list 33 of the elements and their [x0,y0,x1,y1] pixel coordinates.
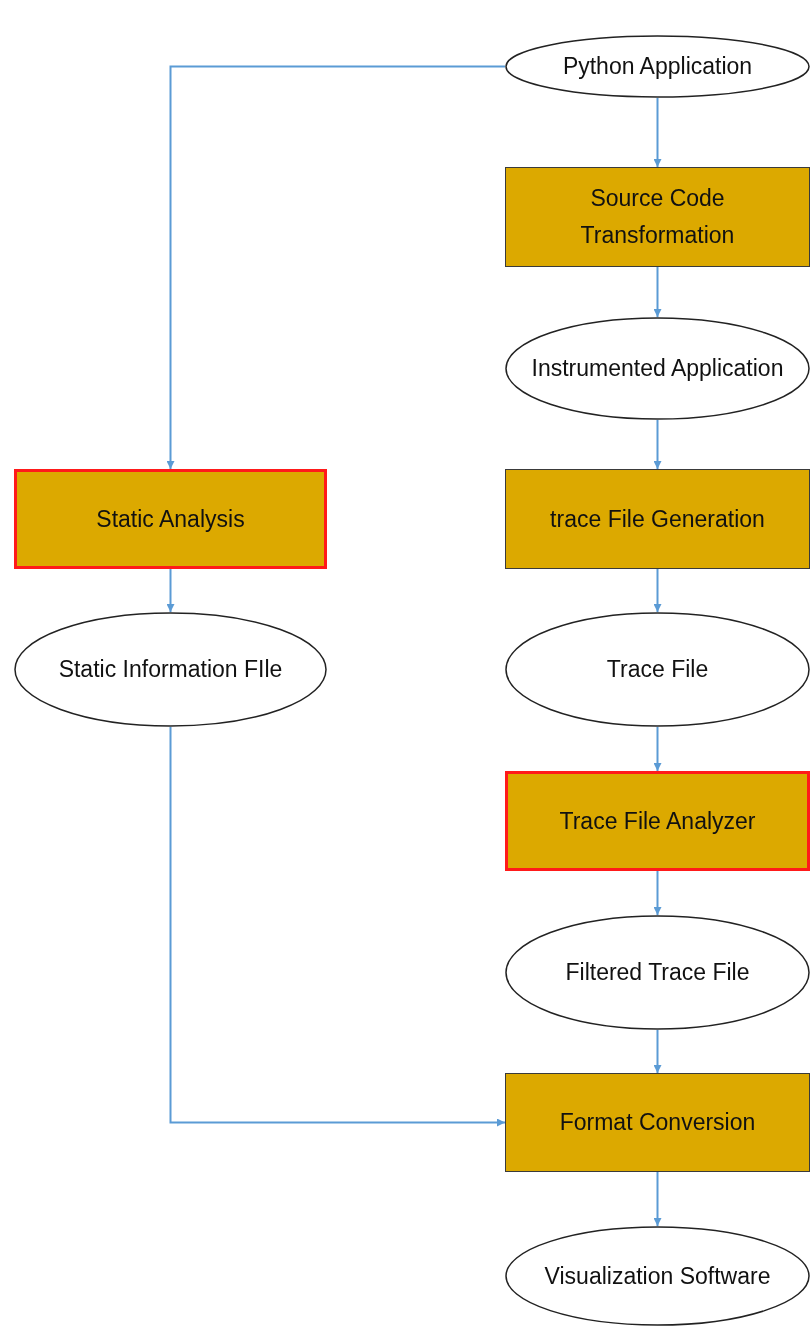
node-label: Instrumented Application [530,354,785,384]
node-label: Format Conversion [558,1108,757,1138]
arrow [653,1171,662,1227]
node-label: trace File Generation [549,504,766,534]
arrow [166,568,175,613]
process-box [505,1073,810,1172]
node-label: Static Information FIle [57,655,284,685]
data-ellipse [505,612,810,727]
process-box [505,771,810,871]
node-label: Python Application [561,52,754,82]
node-label: Trace File [605,655,710,685]
data-ellipse [14,612,327,727]
node-label: Static Analysis [95,504,246,534]
data-ellipse [505,35,810,98]
node-label: Source Code Transformation [579,184,736,250]
process-box [505,469,810,569]
node-label: Trace File Analyzer [558,806,757,836]
arrow [653,568,662,613]
arrow [653,266,662,318]
data-ellipse [505,915,810,1030]
arrow [653,870,662,916]
data-ellipse [505,317,810,420]
process-box [14,469,327,569]
node-label: Filtered Trace File [564,958,751,988]
data-ellipse [505,1226,810,1326]
arrow [653,726,662,772]
process-box [505,167,810,267]
arrow [653,97,662,168]
arrow [169,726,506,1127]
node-label: Visualization Software [543,1261,772,1291]
arrow [166,65,506,470]
arrow [653,1029,662,1074]
arrow [653,419,662,470]
